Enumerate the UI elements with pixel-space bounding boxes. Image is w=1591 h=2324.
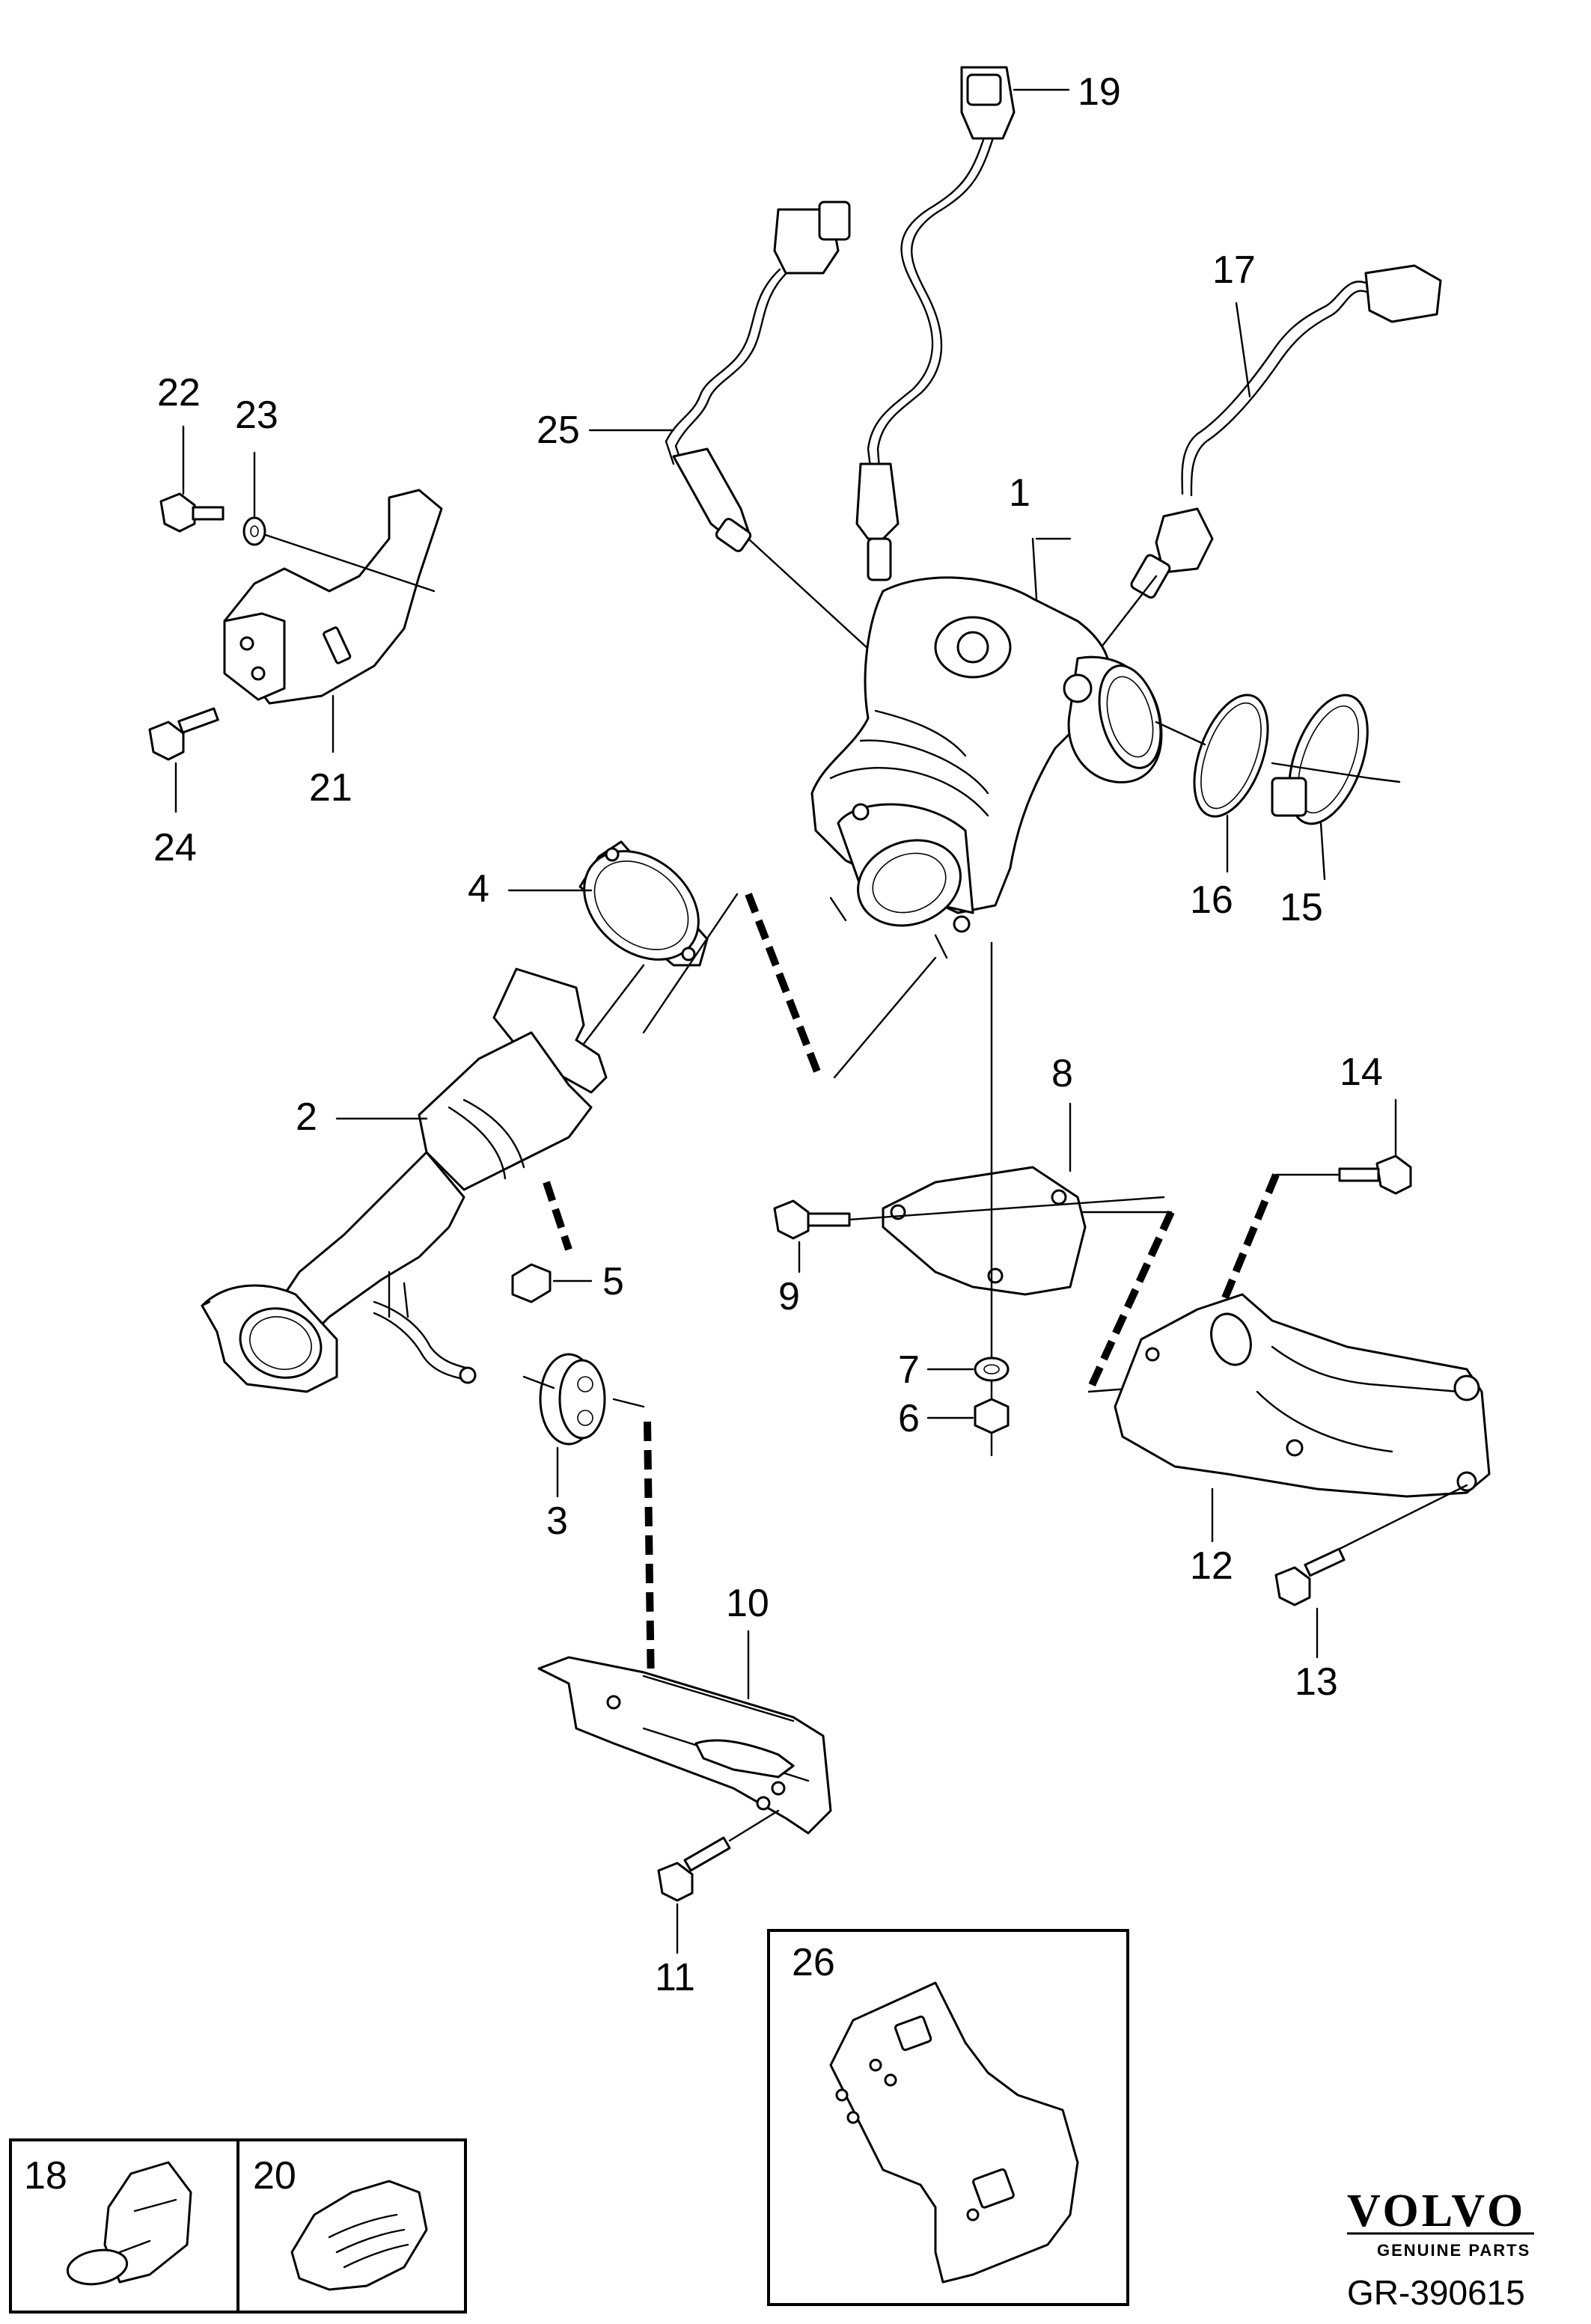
dashed-leader-a (745, 893, 823, 1079)
callout-20: 20 (253, 2154, 296, 2198)
bolt-22 (159, 425, 225, 533)
bolt-24 (148, 707, 219, 813)
oxygen-sensor-25 (588, 201, 888, 667)
oxygen-sensor-19 (855, 66, 1070, 581)
callout-5: 5 (602, 1260, 624, 1303)
callout-2: 2 (296, 1095, 317, 1139)
callout-14: 14 (1340, 1051, 1383, 1094)
gasket-ring-16 (1155, 694, 1269, 873)
callout-21: 21 (309, 766, 352, 810)
bolt-11 (657, 1809, 780, 1954)
callout-11: 11 (655, 1956, 695, 1999)
detail-box-26 (767, 1929, 1129, 2306)
callout-3: 3 (546, 1499, 568, 1543)
callout-9: 9 (778, 1275, 800, 1318)
oxygen-sensor-17 (1091, 264, 1442, 660)
volvo-logo-icon: VOLVO (1347, 2186, 1526, 2236)
bolt-14 (1338, 1098, 1412, 1195)
bracket-21 (223, 489, 443, 753)
callout-8: 8 (1051, 1052, 1073, 1095)
callout-4: 4 (468, 867, 489, 911)
nut-6 (926, 1398, 1010, 1434)
callout-6: 6 (898, 1397, 920, 1440)
callout-12: 12 (1190, 1544, 1233, 1588)
callout-16: 16 (1190, 878, 1233, 922)
callout-10: 10 (726, 1582, 769, 1625)
support-bracket-10 (537, 1630, 832, 1835)
drawing-reference: GR-390615 (1347, 2273, 1525, 2312)
callout-17: 17 (1212, 248, 1256, 292)
callout-22: 22 (157, 371, 201, 415)
v-band-clamp-15 (1271, 694, 1401, 881)
callout-13: 13 (1295, 1660, 1338, 1704)
volvo-logo: VOLVO GENUINE PARTS (1347, 2186, 1534, 2260)
dashed-leader-d (1085, 1210, 1175, 1394)
dashed-leader-b (543, 1181, 572, 1251)
washer-23 (242, 451, 436, 593)
detail-box-20 (236, 2138, 467, 2314)
callout-26: 26 (792, 1941, 835, 1984)
genuine-parts-text: GENUINE PARTS (1377, 2241, 1530, 2260)
callout-19: 19 (1078, 70, 1121, 114)
callout-1: 1 (1009, 471, 1030, 515)
callout-18: 18 (24, 2154, 67, 2198)
rubber-hanger-3 (522, 1353, 645, 1498)
callout-23: 23 (235, 394, 278, 437)
detail-box-18 (9, 2138, 239, 2314)
flange-gasket-4 (507, 840, 709, 967)
washer-7 (926, 1357, 1010, 1382)
dashed-leader-c (644, 1421, 655, 1692)
bolt-9 (773, 1196, 1165, 1273)
callout-15: 15 (1280, 886, 1323, 929)
callout-25: 25 (537, 409, 580, 452)
catalytic-converter-1 (810, 537, 1163, 959)
callout-7: 7 (898, 1348, 920, 1392)
heat-shield-12 (1114, 1293, 1491, 1543)
callout-24: 24 (153, 826, 197, 869)
bracket-8 (882, 941, 1087, 1457)
exhaust-pipe-2 (201, 964, 645, 1393)
nut-5 (511, 1263, 593, 1303)
bolt-13 (1274, 1484, 1468, 1659)
